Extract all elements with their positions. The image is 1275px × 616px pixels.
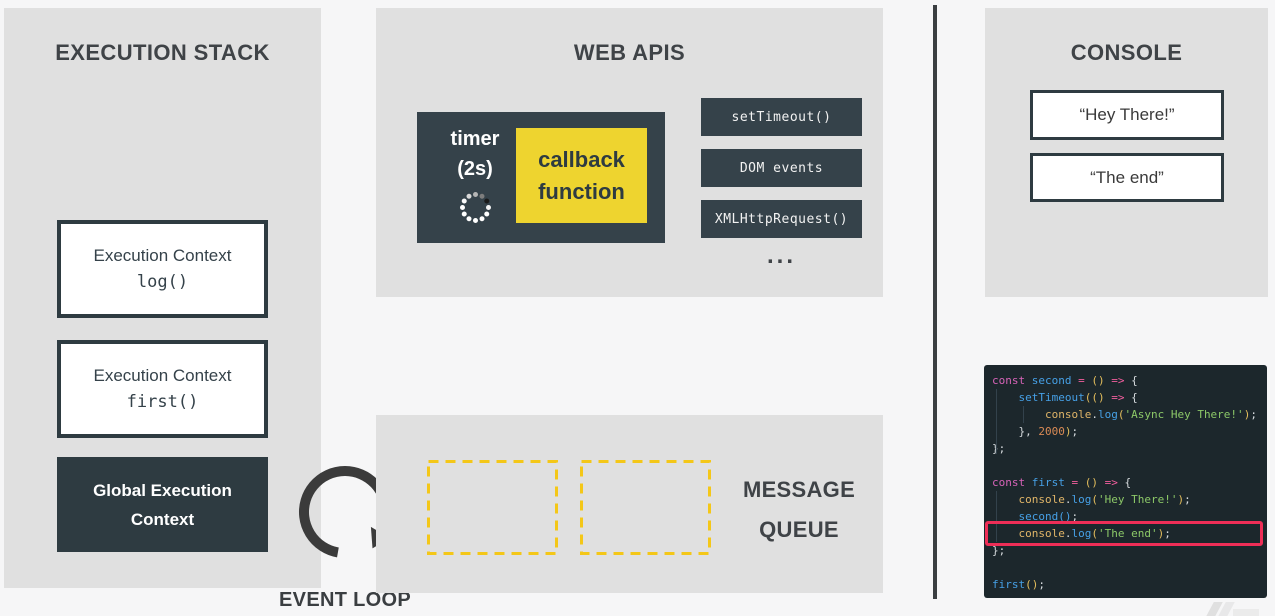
execution-stack-title: EXECUTION STACK [55, 40, 270, 65]
timer-duration: (2s) [457, 158, 493, 180]
api-item-settimeout: setTimeout() [701, 98, 862, 136]
web-apis-panel: WEB APIS timer (2s) callback function se… [376, 8, 883, 297]
timer-box: timer (2s) callback function [417, 112, 665, 243]
event-loop-label: EVENT LOOP [279, 589, 411, 611]
highlighted-line-border [985, 521, 1263, 546]
code-line: console.log('Hey There!'); [1018, 493, 1191, 506]
indent-guide [996, 491, 997, 542]
queue-slot [580, 460, 711, 555]
message-queue-title-line: QUEUE [759, 517, 839, 542]
code-line: setTimeout(() => { [1018, 391, 1138, 404]
console-title: CONSOLE [1070, 40, 1183, 65]
code-line: }, 2000); [992, 425, 1079, 438]
console-panel: CONSOLE “Hey There!” “The end” [985, 8, 1268, 297]
code-line: console.log('Async Hey There!'); [1044, 408, 1257, 421]
queue-slot [427, 460, 558, 555]
execution-stack-panel: EXECUTION STACK Execution Context log() … [4, 8, 321, 588]
code-line: const first = () => { [992, 476, 1132, 489]
code-line: second(); [1018, 510, 1079, 523]
loading-spinner-icon [458, 190, 492, 224]
stack-frame-first: Execution Context first() [57, 340, 268, 438]
code-lines: const second = () => { setTimeout(() => … [984, 372, 1267, 593]
code-editor: const second = () => { setTimeout(() => … [984, 365, 1267, 598]
api-item-xmlhttprequest: XMLHttpRequest() [701, 200, 862, 238]
console-log-entry: “The end” [1030, 153, 1224, 202]
code-line [984, 457, 1267, 474]
stack-frame-label: Global Execution [93, 480, 232, 500]
timer-label: timer [450, 128, 500, 150]
stack-frame-global: Global Execution Context [57, 457, 268, 552]
stack-frame-function: first() [126, 392, 199, 412]
code-line: first(); [992, 578, 1045, 591]
api-item-dom-events: DOM events [701, 149, 862, 187]
code-line: const second = () => { [992, 374, 1138, 387]
code-line [984, 559, 1267, 576]
more-apis-ellipsis: ... [766, 242, 796, 269]
stack-frame-label: Execution Context [93, 246, 232, 265]
code-line: }; [992, 442, 1006, 455]
message-queue-title: MESSAGE QUEUE [709, 470, 889, 550]
callback-label: function [538, 178, 625, 204]
stack-frame-label: Execution Context [93, 366, 232, 385]
message-queue-title-line: MESSAGE [742, 477, 856, 502]
stack-frame-function: log() [136, 272, 189, 292]
stack-frame-log: Execution Context log() [57, 220, 268, 318]
timer-info: timer (2s) [423, 128, 527, 224]
code-line: console.log('The end'); [1018, 527, 1171, 540]
callback-label: callback [538, 146, 625, 172]
message-queue-panel: MESSAGE QUEUE [376, 415, 883, 593]
watermark-logo [1203, 600, 1265, 616]
indent-guide [996, 389, 997, 454]
stack-frame-label: Context [130, 509, 195, 529]
callback-function-box: callback function [516, 128, 647, 223]
indent-guide [1023, 406, 1024, 423]
console-log-entry: “Hey There!” [1030, 90, 1224, 140]
section-divider [933, 5, 937, 599]
web-apis-title: WEB APIS [573, 40, 686, 65]
code-line: }; [992, 544, 1006, 557]
